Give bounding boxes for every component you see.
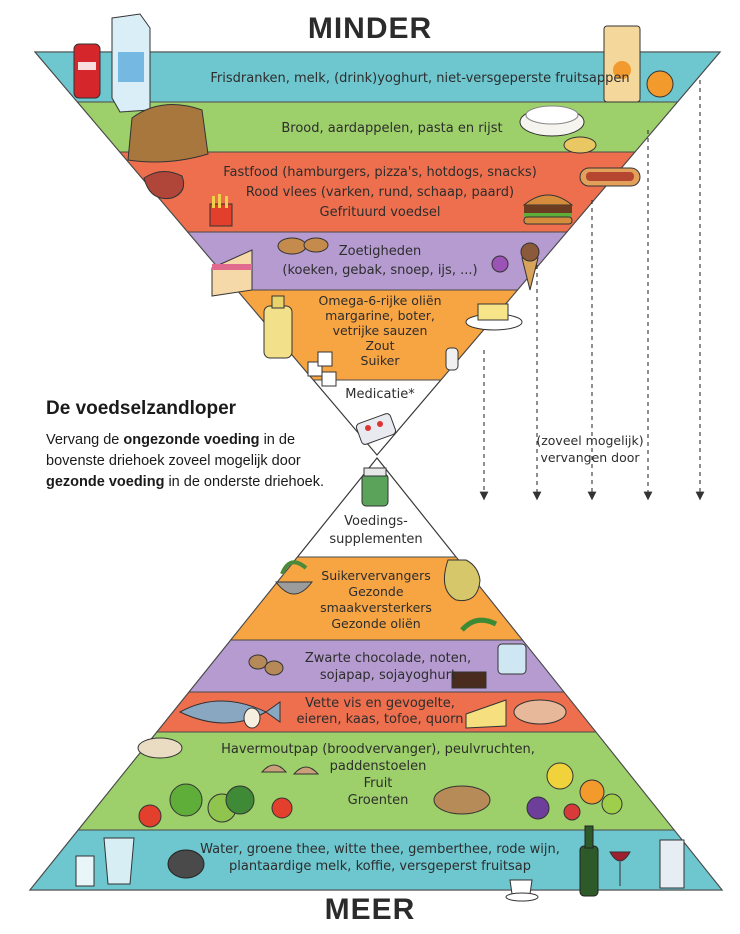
bottom-band	[28, 829, 724, 891]
oil-jug-icon	[443, 559, 481, 602]
cookie-icon	[277, 237, 329, 255]
coffee-cup-icon	[505, 879, 539, 902]
replacement-arrows	[479, 80, 705, 501]
wine-bottle-icon	[579, 825, 599, 897]
legend-text-part: Vervang de	[46, 432, 124, 448]
burger-icon	[522, 194, 574, 225]
band-label: eieren, kaas, tofoe, quorn	[296, 712, 463, 727]
band-label: Gezonde	[348, 584, 403, 599]
band-label: paddenstoelen	[330, 759, 427, 774]
band-label: Zoetigheden	[339, 244, 422, 259]
band-label: Omega-6-rijke oliën	[318, 293, 441, 308]
soda-can-icon	[73, 43, 101, 99]
band-label: (koeken, gebak, snoep, ijs, ...)	[282, 263, 477, 278]
legend-text: Vervang de ongezonde voeding in de boven…	[46, 430, 326, 493]
band-label: Medicatie*	[345, 387, 415, 402]
legend-title: De voedselzandloper	[46, 398, 237, 419]
band-label: Zout	[365, 338, 394, 353]
legend: De voedselzandloper Vervang de ongezonde…	[46, 398, 326, 493]
minder-heading: MINDER	[307, 12, 433, 45]
replacement-note-line: vervangen door	[540, 450, 640, 465]
nuts-icon	[248, 654, 284, 676]
band-label: Zwarte chocolade, noten,	[305, 651, 471, 666]
water-jug-icon	[103, 837, 135, 885]
band-label: Vette vis en gevogelte,	[305, 696, 455, 711]
orange-icon	[646, 70, 674, 98]
juice-carton-icon	[603, 25, 641, 103]
legend-text-bold: gezonde voeding	[46, 474, 165, 490]
band-label: Frisdranken, melk, (drink)yoghurt, niet-…	[210, 71, 629, 86]
candy-icon	[491, 255, 509, 273]
legend-text-part: in de onderste driehoek.	[164, 474, 325, 490]
band-label: vetrijke sauzen	[333, 323, 428, 338]
band-label: Fruit	[364, 776, 393, 791]
fries-icon	[209, 194, 233, 227]
oatmeal-bowl-icon	[137, 737, 183, 759]
bread-icon	[127, 104, 209, 163]
band-labels: Frisdranken, melk, (drink)yoghurt, niet-…	[200, 71, 630, 874]
band-label: Voedings-	[344, 514, 408, 529]
fruit-icon	[526, 762, 623, 821]
mortar-icon	[274, 560, 314, 595]
wine-glass-icon	[609, 851, 631, 886]
band-label: plantaardige melk, koffie, versgeperst f…	[229, 859, 531, 874]
yogurt-cup-icon	[497, 643, 527, 675]
teapot-icon	[167, 849, 205, 879]
food-illustrations	[73, 13, 685, 902]
band-label: Havermoutpap (broodvervanger), peulvruch…	[221, 742, 535, 757]
replacement-note: (zoveel mogelijk) vervangen door	[520, 432, 660, 466]
milk-pack-icon	[659, 839, 685, 889]
band-label: Gefrituurd voedsel	[320, 205, 441, 220]
legumes-scoop-icon	[433, 785, 491, 815]
sugar-cubes-icon	[307, 351, 337, 387]
legend-text-bold: ongezonde voeding	[123, 432, 260, 448]
band-label: Brood, aardappelen, pasta en rijst	[281, 121, 502, 136]
butter-icon	[465, 303, 523, 331]
steak-icon	[143, 171, 185, 200]
milk-carton-icon	[111, 13, 151, 113]
chicken-icon	[513, 699, 567, 725]
cheese-icon	[465, 699, 507, 729]
band-label: Fastfood (hamburgers, pizza's, hotdogs, …	[223, 165, 537, 180]
glass-icon	[75, 855, 95, 887]
rice-bowl-icon	[519, 105, 585, 137]
band-label: supplementen	[329, 532, 422, 547]
cake-icon	[211, 249, 253, 297]
legend-text-part: in de bovenste driehoek zoveel mogelijk …	[46, 432, 301, 469]
oil-bottle-icon	[263, 295, 293, 359]
supplement-jar-icon	[361, 467, 389, 507]
herb-icon	[460, 617, 498, 632]
ice-cream-icon	[520, 242, 540, 291]
band-label: sojapap, sojayoghurt	[320, 668, 456, 683]
meer-heading: MEER	[324, 893, 416, 926]
band-label: Suiker	[361, 353, 401, 368]
replacement-note-line: (zoveel mogelijk)	[536, 433, 644, 448]
pills-icon	[355, 413, 397, 445]
egg-icon	[243, 707, 261, 729]
band-label: Suikervervangers	[321, 568, 430, 583]
salt-shaker-icon	[445, 347, 459, 371]
band-label: Groenten	[348, 793, 409, 808]
pasta-icon	[563, 136, 597, 154]
hotdog-icon	[579, 167, 641, 187]
band-label: smaakversterkers	[320, 600, 432, 615]
band-label: Water, groene thee, witte thee, gemberth…	[200, 842, 560, 857]
chocolate-icon	[451, 671, 487, 689]
band-label: margarine, boter,	[325, 308, 435, 323]
band-label: Rood vlees (varken, rund, schaap, paard)	[246, 185, 514, 200]
band-label: Gezonde oliën	[331, 616, 420, 631]
mushroom-icon	[260, 764, 320, 775]
vegetables-icon	[138, 783, 293, 828]
